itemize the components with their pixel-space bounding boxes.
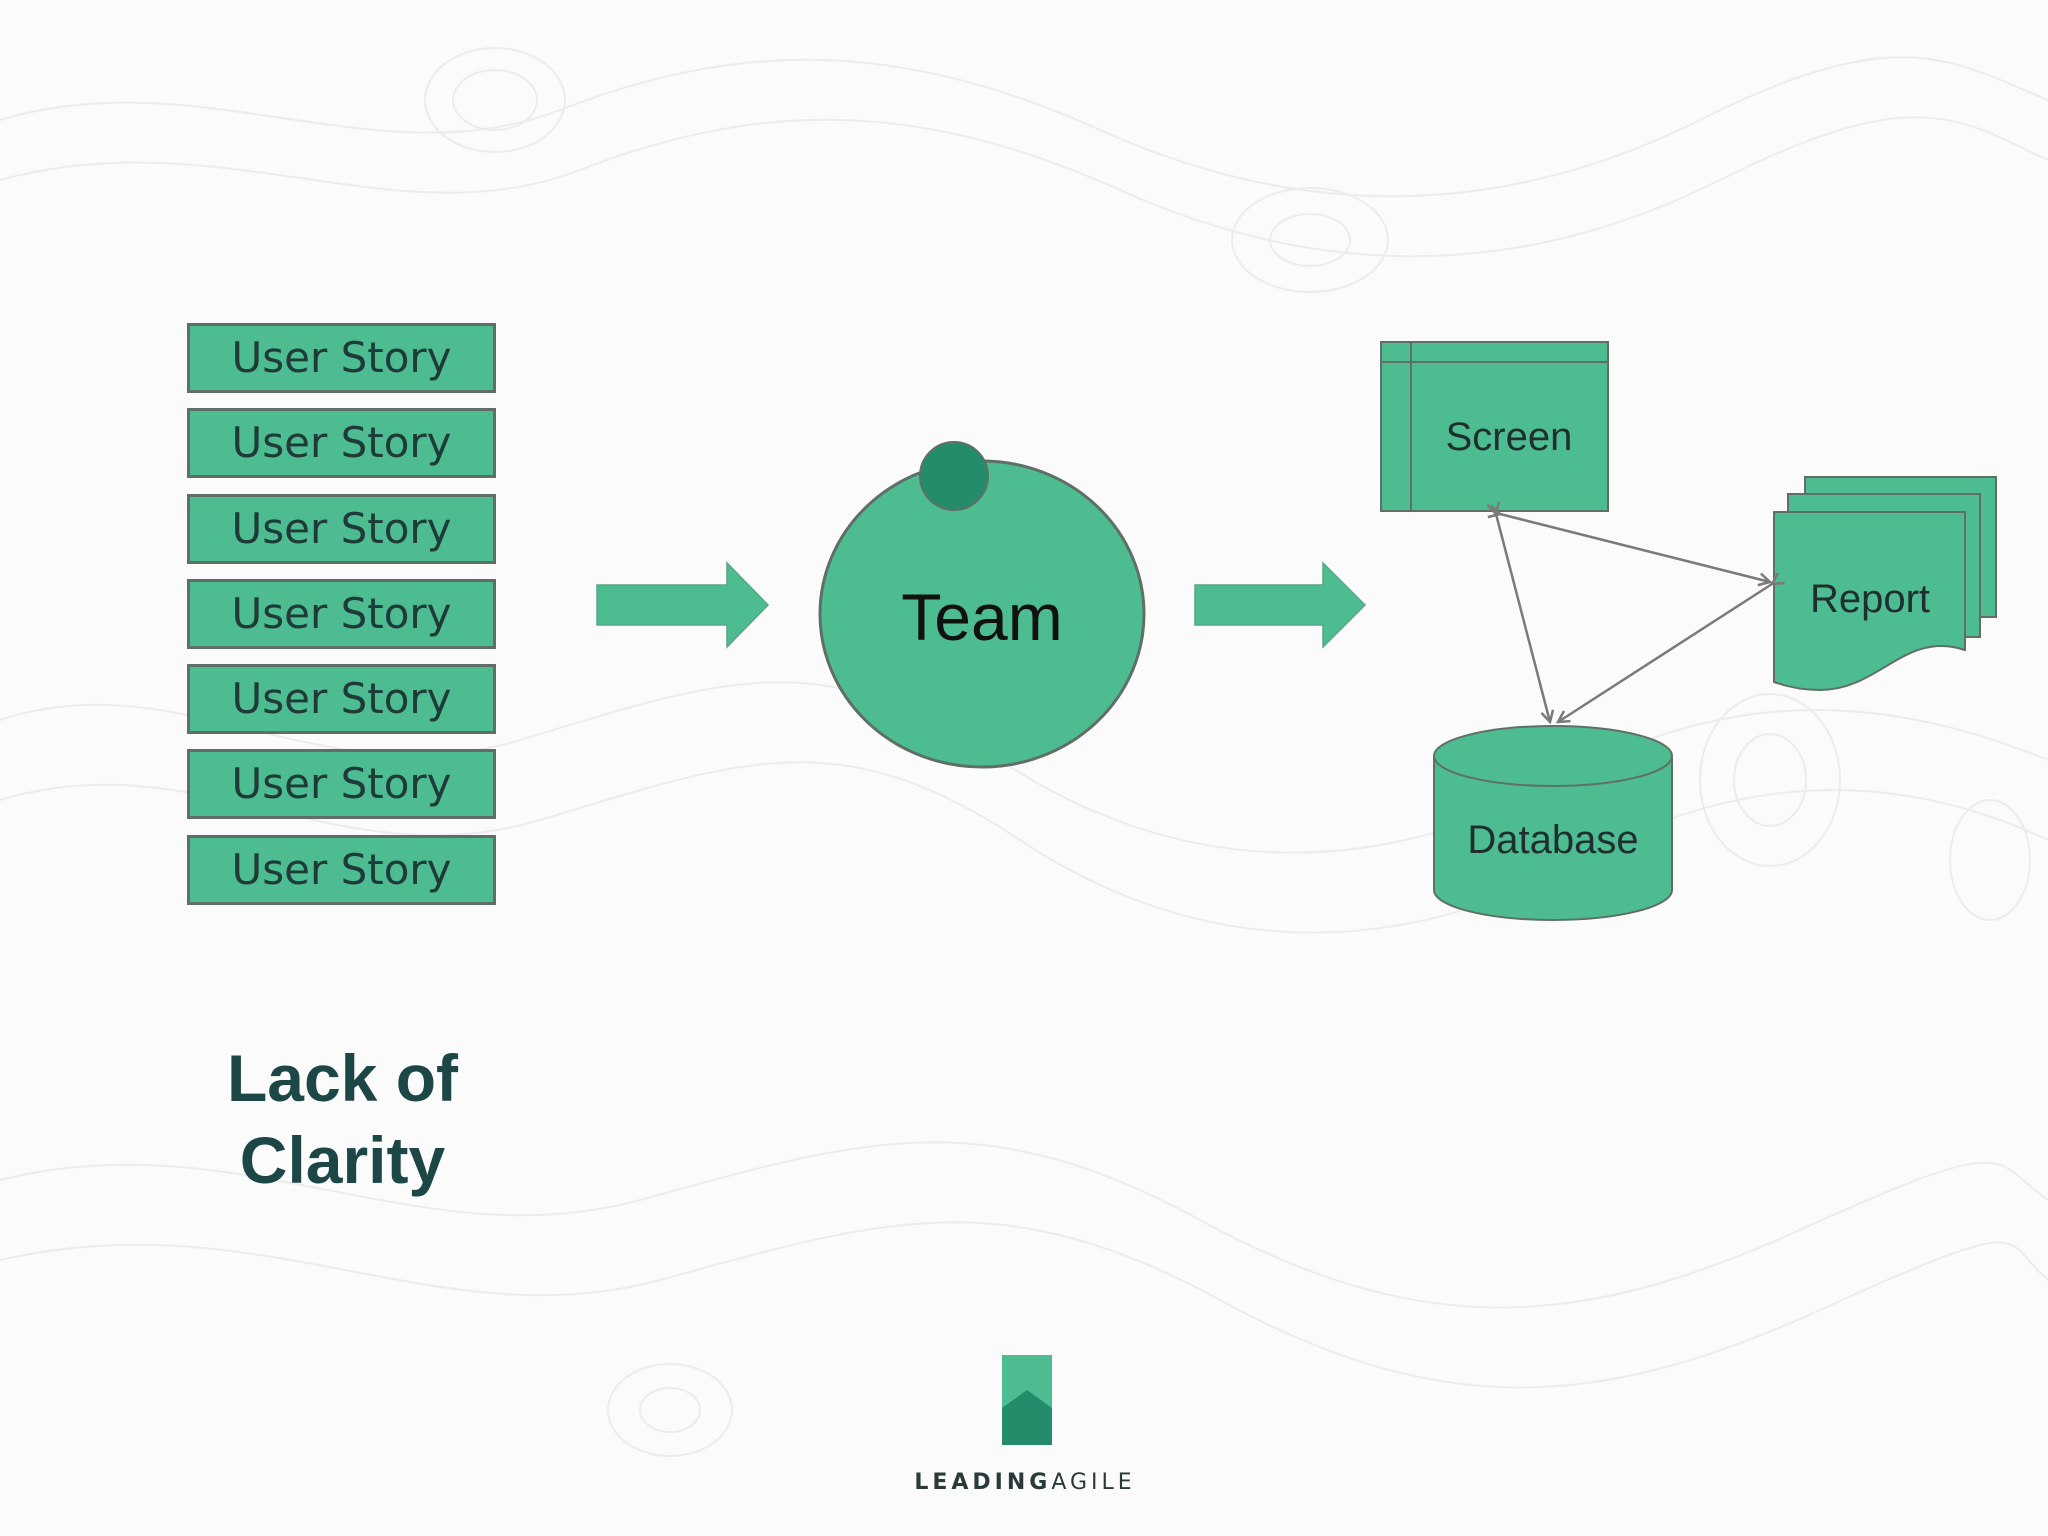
report-shape: Report	[1773, 476, 1997, 692]
caption-lack-of-clarity: Lack of Clarity	[170, 1037, 515, 1201]
leadingagile-logo-wordmark: LEADINGAGILE	[900, 1470, 1150, 1495]
user-story-card: User Story	[187, 749, 496, 820]
database-shape: Database	[1433, 725, 1673, 921]
database-label: Database	[1467, 818, 1638, 862]
flow-arrow-to-system	[1194, 561, 1367, 649]
connector-report-database	[1558, 584, 1772, 722]
user-story-card: User Story	[187, 834, 496, 905]
caption-line-1: Lack of	[226, 1041, 459, 1115]
logo-word-light: AGILE	[1051, 1470, 1136, 1495]
connector-screen-report	[1500, 514, 1770, 582]
connector-screen-database	[1496, 514, 1550, 722]
leadingagile-logo-mark	[1002, 1355, 1052, 1445]
flow-arrow-to-team	[596, 561, 770, 649]
user-story-card: User Story	[187, 493, 496, 564]
user-story-card: User Story	[187, 408, 496, 479]
user-story-card: User Story	[187, 664, 496, 735]
report-label: Report	[1810, 577, 1930, 621]
user-story-card: User Story	[187, 323, 496, 393]
screen-label: Screen	[1446, 415, 1573, 459]
logo-word-bold: LEADING	[914, 1470, 1052, 1495]
user-story-card: User Story	[187, 578, 496, 649]
team-member-dot	[919, 441, 989, 511]
screen-shape: Screen	[1380, 341, 1609, 512]
team-label: Team	[901, 580, 1062, 654]
caption-line-2: Clarity	[239, 1123, 446, 1197]
user-story-backlog: User Story User Story User Story User St…	[187, 323, 496, 920]
